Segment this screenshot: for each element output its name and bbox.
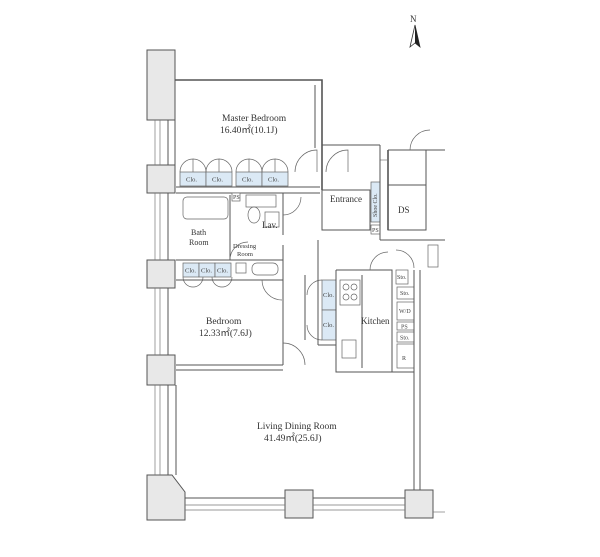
column [146, 49, 176, 121]
column [284, 489, 314, 519]
bath-area: PS [176, 192, 320, 280]
washer-label: W/D [399, 309, 411, 315]
entrance [321, 189, 371, 231]
closet-label: Clo. [242, 177, 253, 184]
master-bedroom-area: 16.40㎡(10.1J) [220, 125, 278, 136]
closet-label: Clo. [268, 177, 279, 184]
living-area: 41.49㎡(25.6J) [264, 433, 322, 444]
storage-label: Sto. [400, 336, 410, 342]
master-bedroom-label: Master Bedroom [222, 114, 287, 124]
kitchen-sink [341, 339, 357, 359]
bath-label: Bath [191, 228, 206, 237]
column [146, 164, 176, 194]
dressing-label-2: Room [237, 251, 253, 258]
column [146, 474, 186, 521]
closet-label: Clo. [186, 177, 197, 184]
pipe-space [231, 192, 241, 202]
entrance-label: Entrance [330, 194, 362, 204]
master-closets: Clo. Clo. Clo. Clo. [176, 149, 320, 188]
closet-label: Clo. [201, 268, 212, 275]
north-label: N [410, 14, 417, 24]
kitchen-label: Kitchen [361, 316, 390, 326]
bottom-facade [185, 489, 445, 519]
closet-label: Clo. [212, 177, 223, 184]
bath-label-2: Room [189, 238, 209, 247]
living-walls [175, 344, 336, 475]
column [146, 354, 176, 386]
washbasin [251, 262, 279, 276]
pipe-space-label: PS [372, 228, 379, 234]
closet-label: Clo. [323, 292, 334, 299]
closet-label: Clo. [323, 322, 334, 329]
dressing-label: Dressing [233, 243, 257, 250]
room-labels: Master Bedroom 16.40㎡(10.1J) Entrance DS… [189, 114, 410, 444]
left-facade [146, 49, 186, 521]
stove [339, 279, 361, 306]
bedroom-closets: Clo. Clo. Clo. [176, 262, 283, 301]
column [146, 259, 176, 289]
closet-label: Clo. [185, 268, 196, 275]
bathtub [182, 196, 229, 220]
svg-text:PS: PS [233, 195, 240, 201]
lav-label: Lav. [262, 220, 278, 230]
toilet-tank [245, 194, 277, 208]
north-arrow: N [409, 14, 421, 49]
storage-label: Sto. [397, 275, 407, 281]
bedroom-area: 12.33㎡(7.6J) [199, 328, 252, 339]
toilet [247, 206, 261, 224]
bedroom-walls: Clo. Clo. [176, 240, 337, 371]
sink [264, 211, 280, 228]
storage-label: Sto. [400, 291, 410, 297]
master-bedroom-walls [174, 79, 323, 190]
shoe-closet-label: Shoe Clo. [373, 193, 379, 217]
pipe-space-label: PS [401, 325, 408, 331]
fridge-label: R [402, 356, 406, 362]
ds-label: DS [398, 205, 410, 215]
living-label: Living Dining Room [257, 422, 337, 432]
kitchen-area: Sto. Sto. W/D PS Sto. R [335, 239, 445, 490]
closet-label: Clo. [217, 268, 228, 275]
column [404, 489, 434, 519]
entrance-area: Shoe Clo. PS [321, 129, 445, 240]
bedroom-label: Bedroom [206, 317, 242, 327]
